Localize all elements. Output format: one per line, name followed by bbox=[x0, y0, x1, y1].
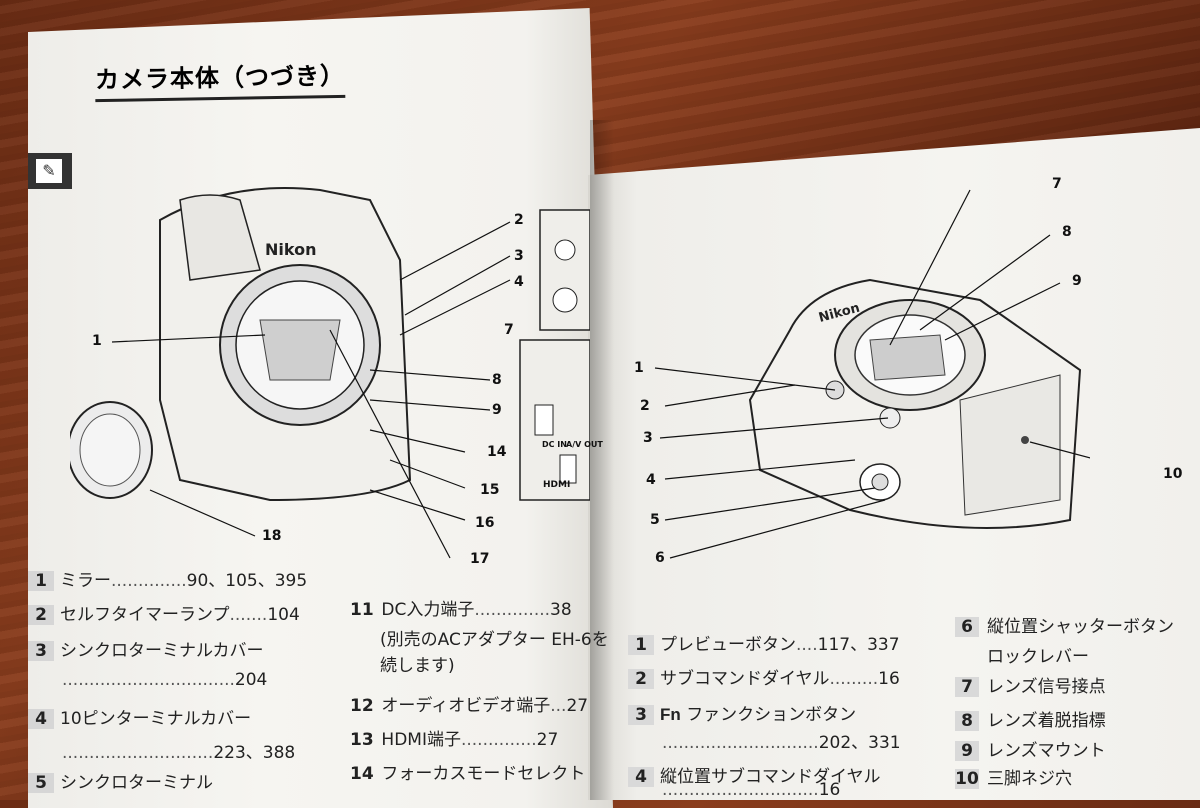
callout-18: 18 bbox=[262, 528, 282, 544]
port-label-hdmi: HDMI bbox=[543, 480, 571, 490]
port-label-dc: DC IN bbox=[542, 440, 567, 449]
callout-1: 1 bbox=[92, 333, 102, 349]
callout-r6: 6 bbox=[655, 550, 665, 566]
list-item: 13 HDMI端子..............27 bbox=[350, 730, 559, 750]
list-item-pages: ............................223、388 bbox=[62, 743, 296, 763]
list-item-pages: ................................204 bbox=[62, 670, 268, 690]
list-item: 12 オーディオビデオ端子...27 bbox=[350, 696, 589, 716]
callout-15: 15 bbox=[480, 482, 500, 498]
callout-r4: 4 bbox=[646, 472, 656, 488]
callout-2: 2 bbox=[514, 212, 524, 228]
callout-9: 9 bbox=[492, 402, 502, 418]
callout-r1: 1 bbox=[634, 360, 644, 376]
page-title: カメラ本体（つづき） bbox=[94, 55, 346, 103]
list-item: (別売のACアダプター EH-6を bbox=[380, 630, 609, 650]
list-item-pages: .............................16 bbox=[662, 780, 841, 800]
camera-front-diagram: Nikon bbox=[70, 187, 590, 559]
callout-14: 14 bbox=[487, 444, 507, 460]
callout-r2: 2 bbox=[640, 398, 650, 414]
list-item: 続します) bbox=[380, 656, 455, 676]
book-gutter bbox=[590, 120, 614, 800]
list-item-pages: .............................202、331 bbox=[662, 733, 901, 753]
callout-r9: 9 bbox=[1072, 273, 1082, 289]
callout-17: 17 bbox=[470, 551, 490, 567]
list-item: 11 DC入力端子..............38 bbox=[350, 600, 572, 620]
camera-bottom-diagram: Nikon bbox=[654, 189, 1090, 559]
callout-8: 8 bbox=[492, 372, 502, 388]
port-label-av: A/V OUT bbox=[566, 440, 603, 449]
list-item: 14 フォーカスモードセレクト bbox=[350, 764, 586, 784]
chapter-tab-icon: ✎ bbox=[28, 153, 72, 189]
callout-3: 3 bbox=[514, 248, 524, 264]
callout-r8: 8 bbox=[1062, 224, 1072, 240]
list-item: ロックレバー bbox=[987, 647, 1089, 667]
brand-logo: Nikon bbox=[265, 240, 316, 259]
callout-r3: 3 bbox=[643, 430, 653, 446]
callout-r10: 10 bbox=[1163, 466, 1183, 482]
callout-r5: 5 bbox=[650, 512, 660, 528]
callout-r7: 7 bbox=[1052, 176, 1062, 192]
callout-4: 4 bbox=[514, 274, 524, 290]
callout-7: 7 bbox=[504, 322, 514, 338]
callout-16: 16 bbox=[475, 515, 495, 531]
